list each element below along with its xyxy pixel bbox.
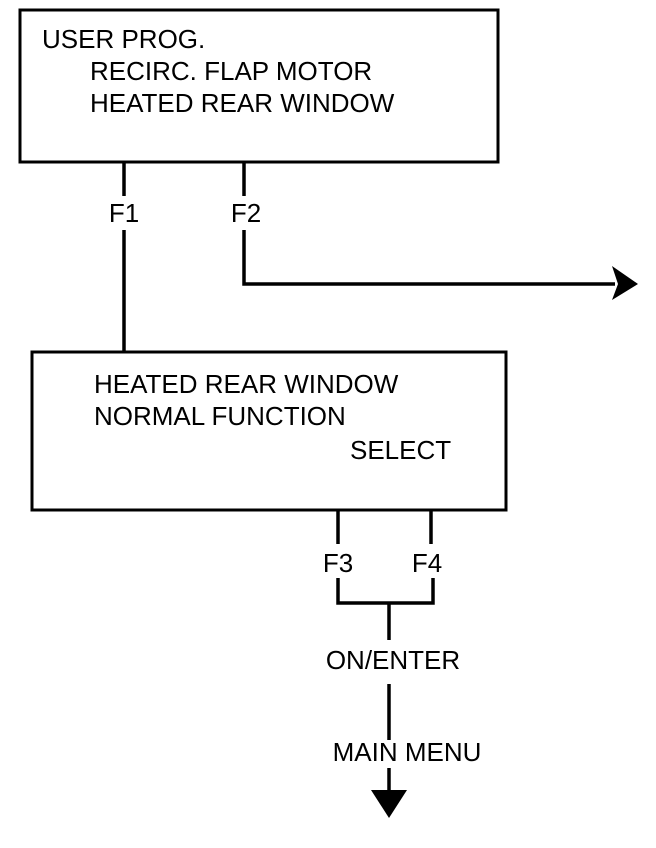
f4-label: F4 (412, 548, 442, 578)
box1-title: USER PROG. (42, 24, 205, 54)
right-arrow-icon (612, 266, 638, 300)
f2-line-to-arrow (242, 230, 615, 286)
box2-function: NORMAL FUNCTION (94, 401, 346, 431)
box1-line-heated: HEATED REAR WINDOW (90, 88, 395, 118)
box2-select: SELECT (350, 435, 451, 465)
f3-label: F3 (323, 548, 353, 578)
user-prog-box (18, 8, 500, 164)
box2-title: HEATED REAR WINDOW (94, 369, 399, 399)
main-menu-label: MAIN MENU (333, 737, 482, 767)
box1-line-recirc: RECIRC. FLAP MOTOR (90, 56, 372, 86)
down-arrow-icon (371, 790, 407, 818)
heated-rear-window-box (30, 350, 508, 512)
on-enter-label: ON/ENTER (326, 645, 460, 675)
f3-f4-join (336, 578, 435, 605)
f1-label: F1 (109, 198, 139, 228)
f2-label: F2 (231, 198, 261, 228)
